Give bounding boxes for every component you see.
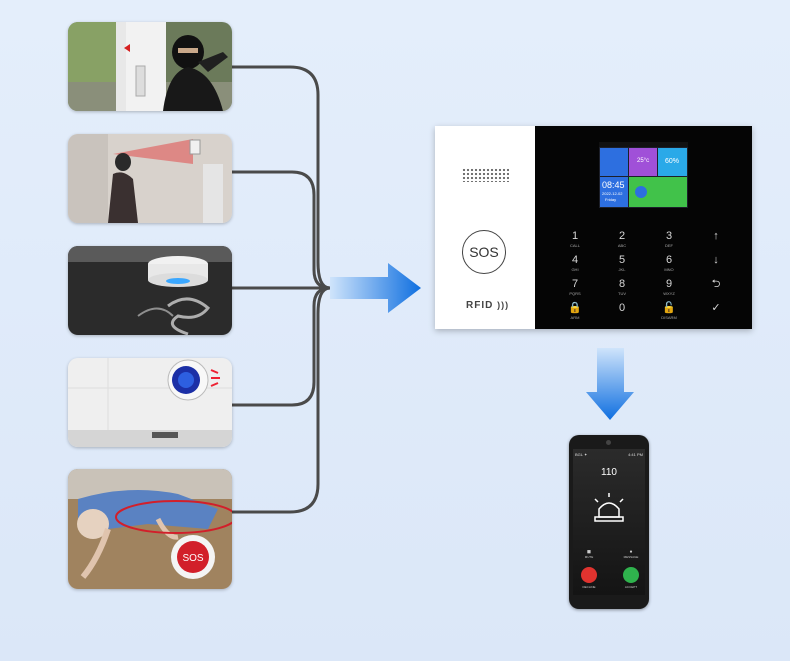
burglar-door-sensor-image: [68, 22, 232, 111]
keypad-key[interactable]: ↑: [713, 230, 719, 242]
call-number: 110: [601, 467, 617, 478]
sos-button[interactable]: SOS: [462, 230, 506, 274]
right-arrow-icon: [330, 263, 421, 313]
smartphone: BGL ✦ 4:41 PM 110 ◼ MUTE ● MESSAGE DECLI…: [569, 435, 649, 609]
accept-call-button[interactable]: [623, 567, 639, 583]
speaker-grille: [462, 168, 509, 182]
panel-left-section: SOS RFID ))): [435, 126, 535, 329]
alarm-siren-icon: [594, 493, 624, 522]
keypad-key[interactable]: ✓: [711, 302, 721, 314]
rfid-icon: ))): [497, 300, 510, 310]
sos-label-on-button: SOS: [182, 553, 203, 564]
sos-emergency-button-image: SOS: [68, 469, 232, 589]
decline-label: DECLINE: [582, 585, 596, 589]
keypad-key[interactable]: ↓: [713, 254, 719, 266]
smoke-detector-image: [68, 246, 232, 335]
front-camera: [606, 440, 611, 445]
pir-motion-sensor-image: [68, 134, 232, 223]
humidity-readout: 60%: [665, 158, 680, 165]
keypad-key[interactable]: ⮌: [711, 278, 721, 290]
keypad-key[interactable]: 🔓DISARM: [661, 302, 677, 320]
gas-detector-image: [68, 358, 232, 447]
temperature-readout: 25°c: [637, 158, 650, 164]
decline-call-button[interactable]: [581, 567, 597, 583]
message-icon: ●: [629, 549, 633, 555]
keypad-key[interactable]: 🔒ARM: [568, 302, 582, 320]
down-arrow-icon: [586, 348, 634, 420]
accept-label: ACCEPT: [624, 585, 638, 589]
clock-date: 2022-12-02: [602, 191, 623, 196]
message-option[interactable]: ● MESSAGE: [623, 549, 639, 559]
mute-option[interactable]: ◼ MUTE: [581, 549, 597, 559]
panel-screen: 25°c 60% 08:45 2022-12-02 Friday: [599, 142, 688, 208]
alarm-control-panel: SOS RFID ))) 25°c 60% 08:45 2022-12-02 F…: [435, 126, 752, 329]
clock-day: Friday: [605, 197, 617, 202]
phone-call-screen: BGL ✦ 4:41 PM 110 ◼ MUTE ● MESSAGE DECLI…: [573, 449, 645, 595]
keypad-key[interactable]: 0: [618, 302, 626, 314]
clock-time: 08:45: [602, 180, 625, 190]
status-bar: BGL ✦ 4:41 PM: [575, 452, 643, 457]
rfid-label: RFID ))): [466, 300, 510, 311]
mute-icon: ◼: [586, 549, 592, 555]
